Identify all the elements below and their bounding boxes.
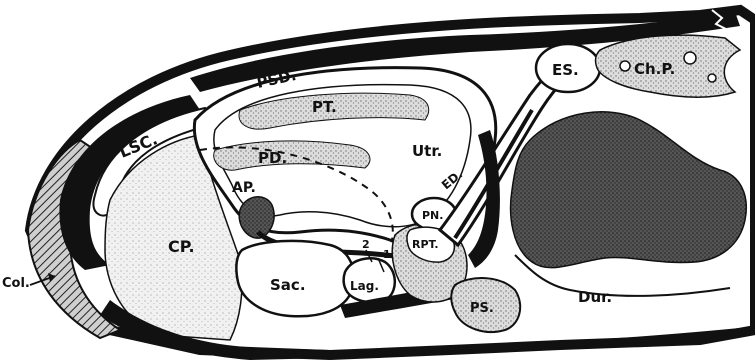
label-es: ES. (552, 61, 579, 79)
label-utr: Utr. (412, 142, 442, 160)
label-num-1: 1 (383, 248, 391, 261)
plexus-vessel-1 (620, 61, 630, 71)
plexus-vessel-3 (708, 74, 716, 82)
label-sac: Sac. (270, 276, 306, 294)
label-dur: Dur. (578, 288, 612, 306)
label-lag: Lag. (350, 279, 379, 293)
plexus-vessel-2 (684, 52, 696, 64)
label-ap: AP. (232, 180, 256, 196)
label-col: Col. (2, 276, 30, 291)
label-pn: PN. (422, 209, 443, 222)
label-cp: CP. (168, 237, 195, 256)
label-pd: PD. (258, 149, 287, 167)
label-rpt: RPT. (412, 238, 439, 251)
label-num-2: 2 (362, 238, 370, 251)
label-pt: PT. (312, 98, 337, 116)
label-ps: PS. (470, 301, 494, 316)
label-chp: Ch.P. (634, 60, 675, 78)
ampulla-posterior (239, 197, 274, 238)
